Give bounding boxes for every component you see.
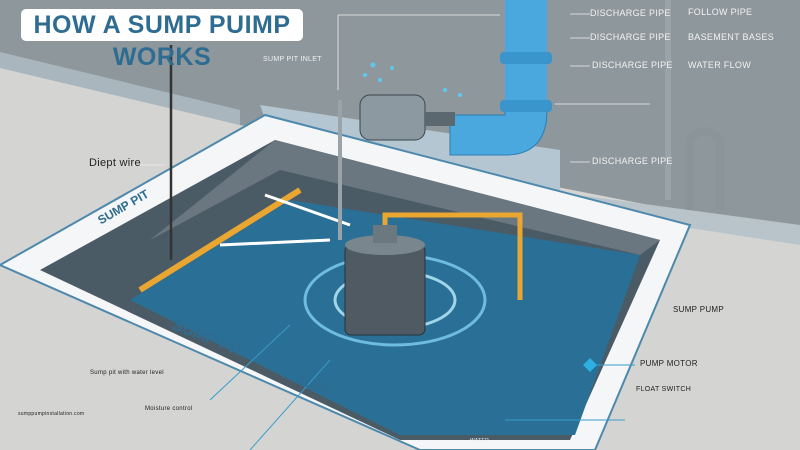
water-flow-arrow: [264, 193, 351, 227]
pipe-coupling: [500, 100, 552, 112]
sump-pump-body: [344, 244, 426, 336]
label-follow-pipe: FOLLOW PIPE: [688, 7, 753, 17]
label-water: WATER: [470, 438, 489, 444]
pump-cap: [373, 225, 397, 243]
water-flow-arrow: [219, 238, 331, 247]
grey-pipe-bend: [686, 127, 724, 210]
pit-wall-back: [150, 140, 660, 255]
pipe-coupling: [500, 52, 552, 64]
motor-shaft: [425, 112, 455, 126]
page-title: HOW A SUMP PUIMP WORKS: [21, 9, 303, 71]
label-discharge-pipe-4: DISCHARGE PIPE: [592, 156, 673, 166]
float-pipe: [138, 187, 302, 293]
discharge-elbow: [449, 109, 548, 156]
label-float-switch: FLOAT SWITCH: [636, 386, 692, 393]
label-discharge-pipe-3: DISCHARGE PIPE: [592, 60, 673, 70]
label-basement: BASEMENT BASES: [688, 32, 775, 42]
label-discharge-pipe-1: DISCHARGE PIPE: [590, 8, 671, 18]
pump-motor: [359, 94, 426, 141]
label-depth-wire: Diept wire: [89, 157, 141, 169]
label-sump-pit-inlet: SUMP PIT INLET: [263, 56, 322, 63]
label-moisture-control: Moisture control: [145, 406, 193, 412]
label-sump-note: Sump pit with water level: [90, 370, 164, 376]
label-pump-motor: PUMP MOTOR: [640, 359, 698, 368]
diamond-marker: [583, 358, 597, 372]
sump-pump-top: [345, 235, 425, 255]
label-water-flow: WATER FLOW: [688, 60, 751, 70]
wall-baseboard: [0, 52, 240, 125]
label-discharge-pipe-2: DISCHARGE PIPE: [590, 32, 671, 42]
label-sump-pump: SUMP PUMP: [673, 305, 725, 314]
website-text: sumppumpinstallation.com: [18, 411, 85, 417]
